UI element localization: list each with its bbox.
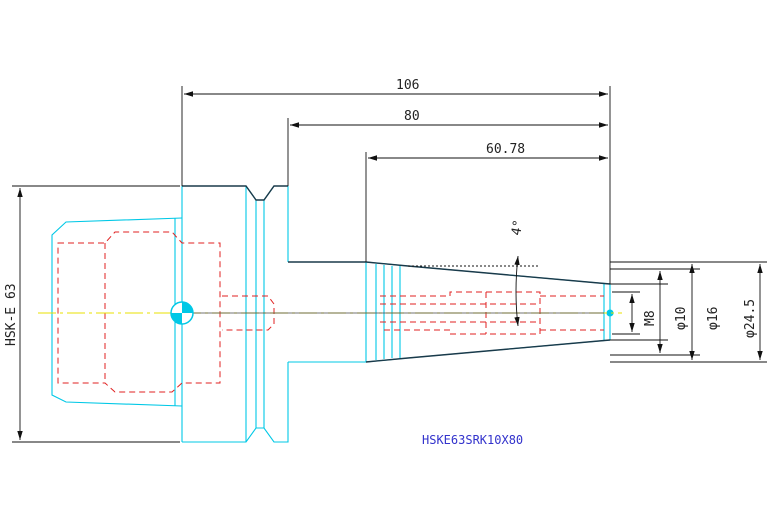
- neck-outline: [288, 261, 367, 363]
- left-dimension: [12, 185, 180, 443]
- part-number-label: HSKE63SRK10X80: [422, 433, 523, 447]
- dim-bore-diameter: φ10: [674, 307, 689, 330]
- origin-marker: [170, 301, 194, 325]
- flange-outline: [181, 185, 289, 443]
- dim-taper-diameter: φ24.5: [743, 299, 758, 338]
- top-dimensions: [181, 86, 611, 284]
- hidden-lines: [57, 231, 604, 393]
- dim-gauge-length: 80: [404, 109, 420, 124]
- tool-outline: [51, 185, 614, 443]
- right-dimensions: [610, 261, 767, 363]
- coolant-bore-hidden: [222, 295, 275, 331]
- hsk-interface-label: HSK-E 63: [4, 283, 19, 346]
- taper-angle-dimension: [408, 255, 540, 327]
- hsk-shank-outline: [51, 217, 183, 407]
- body-edge-dark: [182, 185, 611, 363]
- shank-bore-hidden: [57, 231, 221, 393]
- dim-overall-length: 106: [396, 78, 419, 93]
- dim-nose-diameter: φ16: [706, 307, 721, 330]
- dim-thread: M8: [643, 310, 658, 326]
- dim-taper-length: 60.78: [486, 142, 525, 157]
- dim-taper-angle: 4°: [509, 219, 526, 237]
- taper-outline: [365, 261, 611, 363]
